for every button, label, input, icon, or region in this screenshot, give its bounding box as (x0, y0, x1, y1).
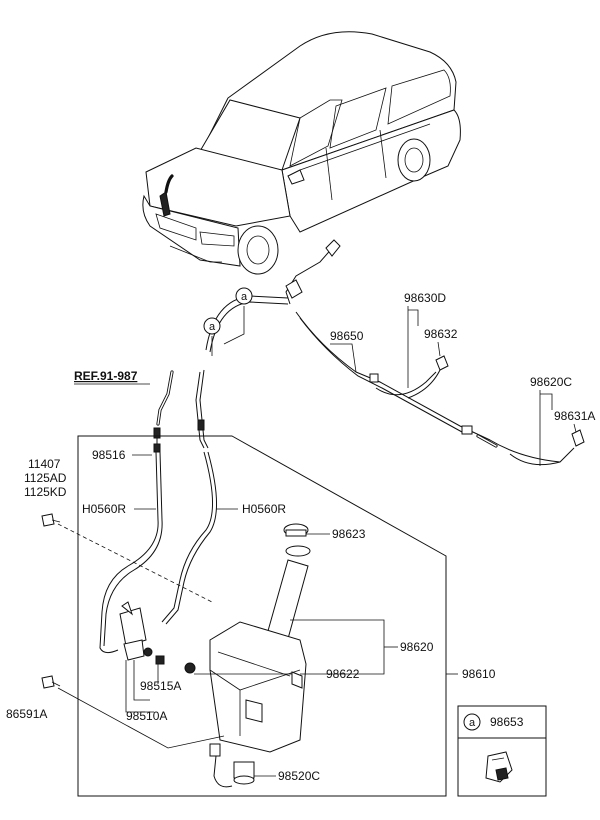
label-98650: 98650 (330, 329, 364, 343)
label-98653: 98653 (490, 715, 524, 729)
label-1125KD: 1125KD (24, 485, 67, 499)
bolt-11407 (41, 513, 61, 527)
label-98623: 98623 (332, 527, 366, 541)
label-98515A: 98515A (140, 679, 181, 693)
label-98520C: 98520C (278, 769, 320, 783)
label-hose-right: H0560R (242, 502, 286, 516)
washer-tank-98620 (184, 523, 311, 788)
svg-text:a: a (469, 717, 476, 729)
svg-text:a: a (241, 291, 248, 303)
label-98516: 98516 (92, 448, 126, 462)
label-86591A: 86591A (6, 707, 47, 721)
washer-pump-98510A (119, 601, 165, 665)
callout-a-lower: a (203, 317, 221, 335)
inset-98653: a (457, 705, 547, 797)
label-98632: 98632 (424, 327, 458, 341)
label-98622: 98622 (326, 667, 360, 681)
part-labels: REF.91-987 98516 11407 1125AD 1125KD H05… (6, 291, 595, 783)
front-washer-hose (99, 295, 289, 654)
svg-text:a: a (209, 321, 216, 333)
leader-lines (74, 306, 577, 777)
vehicle-illustration (142, 31, 461, 275)
label-hose-left: H0560R (82, 502, 126, 516)
label-98620: 98620 (400, 640, 434, 654)
ref-label: REF.91-987 (74, 369, 138, 383)
label-98620C: 98620C (530, 375, 572, 389)
label-98510A: 98510A (126, 709, 167, 723)
rear-washer-hose-98650 (285, 239, 585, 466)
label-98610: 98610 (462, 667, 496, 681)
label-98631A: 98631A (554, 409, 595, 423)
callout-a-upper: a (235, 287, 253, 305)
label-11407: 11407 (28, 457, 61, 471)
bolt-86591A (41, 675, 61, 689)
label-98630D: 98630D (404, 291, 446, 305)
assembly-frame (77, 435, 447, 797)
label-1125AD: 1125AD (24, 471, 67, 485)
